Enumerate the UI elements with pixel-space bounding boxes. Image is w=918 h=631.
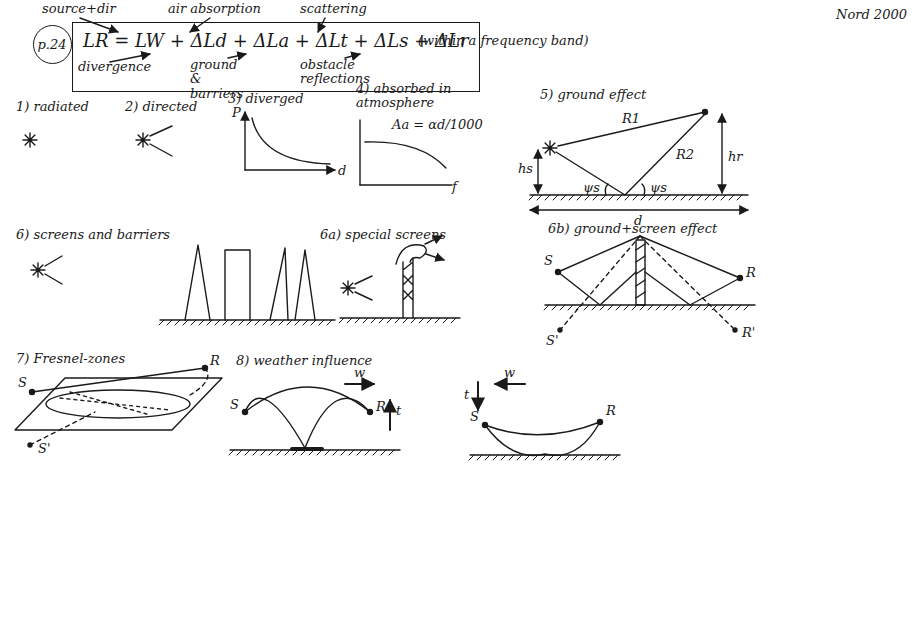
- point-label: R: [210, 354, 220, 368]
- angle-label: ψs: [650, 181, 667, 195]
- point-label: R: [746, 266, 756, 280]
- dimension: R1: [622, 112, 640, 126]
- point-label: S: [230, 398, 239, 412]
- axis-label: f: [452, 180, 457, 194]
- note: Nord 2000: [836, 8, 907, 22]
- section-title: 6b) ground+screen effect: [548, 222, 717, 236]
- symbol-label: w: [354, 366, 365, 380]
- section-title: 4) absorbed in atmosphere: [356, 82, 466, 111]
- section-title: 8) weather influence: [236, 354, 372, 368]
- axis-label: d: [338, 164, 346, 178]
- point-label: S: [544, 254, 553, 268]
- point-label: S': [546, 334, 558, 348]
- symbol-label: t: [464, 388, 469, 402]
- section-title: 5) ground effect: [540, 88, 646, 102]
- section-title: 6a) special screens: [320, 228, 446, 242]
- annotation: air absorption: [168, 2, 261, 16]
- symbol-label: w: [504, 366, 515, 380]
- section-title: 1) radiated: [16, 100, 89, 114]
- point-label: R: [376, 400, 386, 414]
- angle-label: ψs: [583, 181, 600, 195]
- page-ref-circle: p.24: [33, 25, 72, 64]
- section-title: 3) diverged: [228, 92, 304, 106]
- point-label: R': [742, 326, 755, 340]
- annotation: divergence: [78, 60, 151, 74]
- section-title: 7) Fresnel-zones: [16, 352, 125, 366]
- point-label: R: [606, 404, 616, 418]
- note: (within a frequency band): [418, 34, 589, 48]
- formula: Aa = αd/1000: [392, 118, 483, 132]
- dimension: R2: [676, 148, 694, 162]
- point-label: S: [470, 410, 479, 424]
- annotation: scattering: [300, 2, 367, 16]
- dimension: hs: [518, 162, 533, 176]
- section-title: 2) directed: [125, 100, 197, 114]
- symbol-label: t: [396, 404, 401, 418]
- point-label: S: [18, 376, 27, 390]
- dimension: hr: [728, 150, 743, 164]
- annotation: source+dir: [42, 2, 116, 16]
- point-label: S': [38, 442, 50, 456]
- level-formula: LR = LW + ΔLd + ΔLa + ΔLt + ΔLs + ΔLr: [83, 30, 469, 51]
- page-ref: p.24: [38, 37, 67, 52]
- section-title: 6) screens and barriers: [16, 228, 170, 242]
- axis-label: P: [232, 106, 241, 120]
